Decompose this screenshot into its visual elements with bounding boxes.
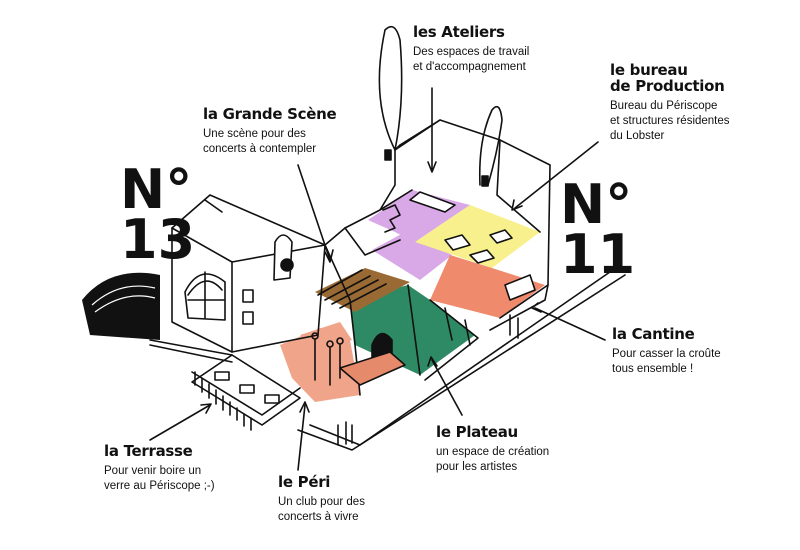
label-ateliers: les Ateliers Des espaces de travail et d…	[413, 24, 529, 75]
building-number-11: N° 11	[560, 173, 636, 286]
terrasse-arrow	[149, 404, 211, 441]
label-cantine: la Cantine Pour casser la croûte tous en…	[612, 326, 721, 377]
label-plateau: le Plateau un espace de création pour le…	[436, 424, 549, 475]
plateau-title: le Plateau	[436, 423, 518, 441]
cantine-title: la Cantine	[612, 325, 695, 343]
bureau-title: le bureau de Production	[610, 61, 725, 95]
tunnel-arch	[82, 272, 160, 340]
scene-arrow	[297, 164, 331, 261]
plateau-desc: un espace de création pour les artistes	[436, 446, 550, 473]
cantine-desc: Pour casser la croûte tous ensemble !	[612, 348, 721, 375]
scene-desc: Une scène pour des concerts à contempler	[203, 128, 317, 155]
label-bureau: le bureau de Production Bureau du Périsc…	[610, 62, 730, 144]
label-scene: la Grande Scène Une scène pour des conce…	[203, 105, 337, 157]
ateliers-title: les Ateliers	[413, 23, 505, 41]
label-peri: le Péri Un club pour des concerts à vivr…	[278, 474, 365, 525]
terrasse-title: la Terrasse	[104, 442, 193, 460]
bureau-desc: Bureau du Périscope et structures réside…	[610, 100, 730, 142]
label-terrasse: la Terrasse Pour venir boire un verre au…	[104, 443, 215, 494]
building-number-13: N° 13	[120, 158, 196, 271]
peri-title: le Péri	[278, 473, 331, 491]
peri-arrow	[297, 404, 306, 471]
terrasse-desc: Pour venir boire un verre au Périscope ;…	[104, 465, 215, 492]
scene-title: la Grande Scène	[203, 105, 337, 123]
bureau-arrow	[514, 141, 599, 209]
cantine-arrow	[534, 307, 606, 341]
peri-desc: Un club pour des concerts à vivre	[278, 496, 365, 523]
bureau-zone	[415, 205, 540, 268]
cantine-zone	[430, 255, 545, 318]
ateliers-desc: Des espaces de travail et d'accompagneme…	[413, 46, 530, 73]
plateau-arrow	[431, 359, 463, 416]
